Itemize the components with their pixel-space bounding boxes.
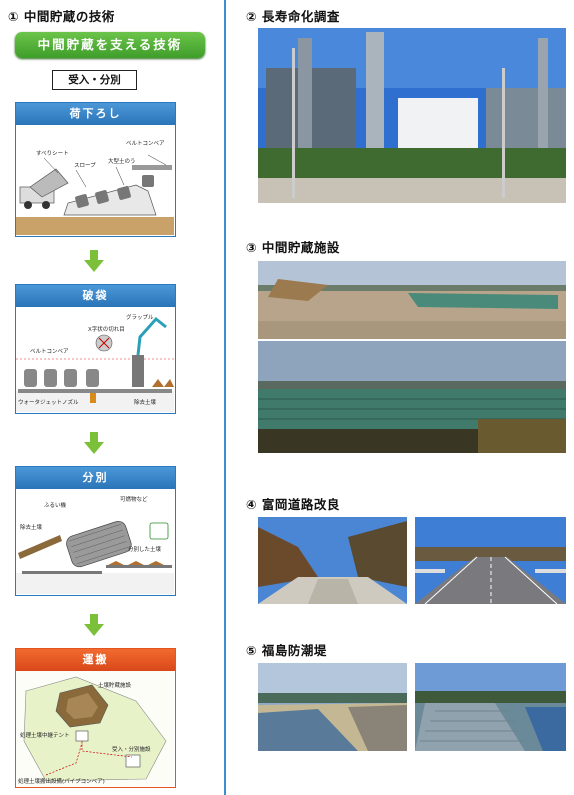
down-arrow-icon [84, 614, 104, 636]
label-x-cut: X字状の切れ目 [88, 325, 125, 333]
storage-facility-photo-1 [258, 261, 566, 339]
label-slope: スロープ [74, 162, 96, 169]
panel-title-transport: 運搬 [16, 649, 175, 671]
plant-photo [258, 28, 566, 203]
label-large-bag: 大型土のう [108, 157, 136, 165]
road-photo-1 [258, 517, 407, 604]
panel-title-bag-breaking: 破袋 [16, 285, 175, 307]
section-title-road-improvement: ④ 富岡道路改良 [246, 497, 340, 512]
label-relay-tent: 処理土壌中継テント [20, 731, 70, 739]
panel-title-unloading: 荷下ろし [16, 103, 175, 125]
section-title-technology: ① 中間貯蔵の技術 [8, 9, 115, 24]
unloading-illustration: ベルトコンベア すべりシート スロープ 大型土のう [16, 140, 174, 235]
technology-banner: 中間貯蔵を支える技術 [15, 32, 205, 58]
label-belt-conveyor: ベルトコンベア [126, 140, 165, 147]
bag-breaking-illustration: グラップル X字状の切れ目 ベルトコンベア ウォータジェットノズル 除去土壌 [16, 313, 174, 412]
transport-map-illustration: 土壌貯蔵施設 処理土壌中継テント 受入・分別施設 処理土壌搬出設備(パイプコンベ… [16, 671, 174, 786]
panel-transport: 運搬 土壌貯蔵施設 処理土壌中継テント 受入・分別施設 処理土壌搬出設備(パイプ… [15, 648, 176, 788]
seawall-photo-1 [258, 663, 407, 751]
label-sieve-machine: ふるい機 [44, 501, 67, 509]
storage-facility-photo-2 [258, 341, 566, 453]
label-slide-sheet: すべりシート [36, 150, 69, 157]
down-arrow-icon [84, 250, 104, 272]
down-arrow-icon [84, 432, 104, 454]
label-removed-soil: 除去土壌 [134, 398, 157, 406]
panel-sorting: 分別 可燃物など ふるい機 除去土壌 分別した土壌 [15, 466, 176, 596]
label-grapple: グラップル [126, 313, 154, 321]
panel-title-sorting: 分別 [16, 467, 175, 489]
subheading-receiving-sorting: 受入・分別 [52, 70, 137, 90]
section-title-seawall: ⑤ 福島防潮堤 [246, 643, 327, 658]
section-title-storage-facility: ③ 中間貯蔵施設 [246, 240, 340, 255]
sorting-illustration: 可燃物など ふるい機 除去土壌 分別した土壌 [16, 495, 174, 594]
label-sorted-soil: 分別した土壌 [128, 545, 162, 553]
section-title-longevity-survey: ② 長寿命化調査 [246, 9, 340, 24]
panel-bag-breaking: 破袋 グラップル X字状の切れ目 ベルトコンベア ウォータジェットノズル 除去土… [15, 284, 176, 414]
label-water-jet-nozzle: ウォータジェットノズル [18, 398, 79, 406]
label-belt-conveyor-2: ベルトコンベア [30, 348, 69, 355]
label-pipe-conveyor: 処理土壌搬出設備(パイプコンベア) [18, 777, 105, 785]
label-combustibles: 可燃物など [120, 495, 148, 503]
label-receiving-sorting-facility: 受入・分別施設 [112, 745, 151, 753]
column-divider [224, 0, 226, 795]
label-removed-soil-2: 除去土壌 [20, 523, 43, 531]
seawall-photo-2 [415, 663, 566, 751]
panel-unloading: 荷下ろし ベルトコンベア すべりシート スロープ 大型土のう [15, 102, 176, 237]
road-photo-2 [415, 517, 566, 604]
label-soil-storage-facility: 土壌貯蔵施設 [98, 681, 132, 689]
